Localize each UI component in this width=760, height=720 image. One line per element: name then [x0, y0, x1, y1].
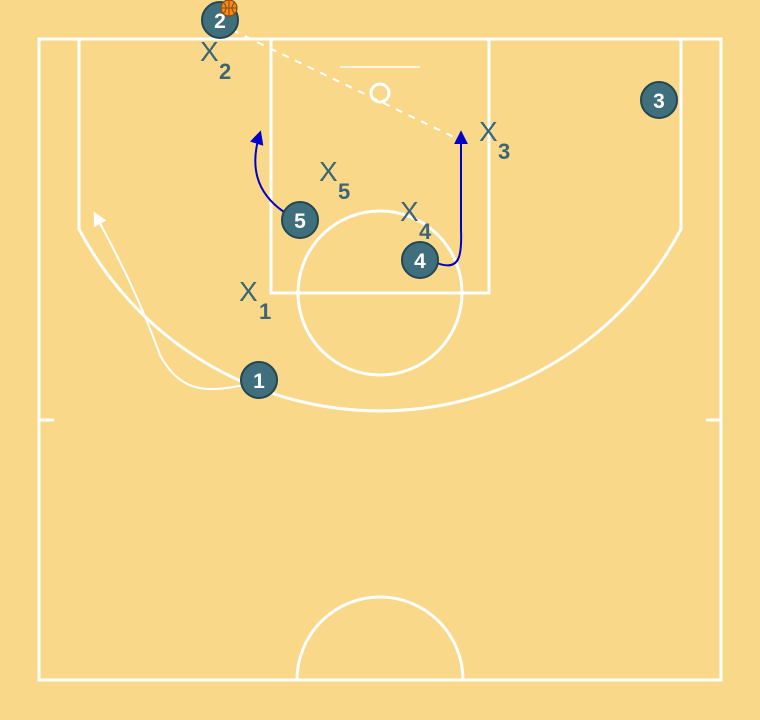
cut-arrow-player-1	[93, 211, 245, 390]
offense-player-1: 1	[240, 361, 278, 399]
defender-x2-letter: X	[200, 36, 219, 67]
offense-player-5: 5	[281, 201, 319, 239]
defender-x2: X 2	[200, 36, 231, 84]
basket-rim	[369, 82, 391, 104]
cut-arrow-player-4	[436, 130, 468, 267]
player-4-marker	[401, 241, 439, 279]
defender-x1-letter: X	[239, 276, 258, 307]
player-3-number: 3	[653, 90, 665, 113]
defender-x4-letter: X	[400, 196, 419, 227]
defender-x5-number: 5	[338, 179, 350, 204]
player-1-number: 1	[253, 370, 265, 393]
basketball-icon	[220, 0, 238, 17]
defender-x3-letter: X	[479, 116, 498, 147]
defender-x4: X 4	[400, 196, 432, 244]
free-throw-circle	[296, 209, 464, 377]
defender-x3: X 3	[479, 116, 510, 164]
player-5-marker	[281, 201, 319, 239]
defender-x5-letter: X	[319, 156, 338, 187]
defender-x1-number: 1	[259, 299, 271, 324]
offense-player-3: 3	[640, 81, 678, 119]
player-2-number: 2	[214, 10, 226, 33]
player-4-number: 4	[414, 250, 426, 273]
defender-x4-number: 4	[419, 219, 432, 244]
player-1-marker	[240, 361, 278, 399]
defender-x3-number: 3	[498, 139, 510, 164]
defender-x2-number: 2	[219, 59, 231, 84]
pass-line	[231, 29, 461, 141]
three-point-line	[77, 39, 683, 413]
defender-x1: X 1	[239, 276, 271, 324]
cut-arrow-player-5	[249, 130, 285, 213]
player-5-number: 5	[294, 210, 306, 233]
paint-lane	[269, 37, 491, 295]
center-circle	[295, 595, 465, 681]
defender-x5: X 5	[319, 156, 350, 204]
offense-player-4: 4	[401, 241, 439, 279]
court-lines	[37, 37, 723, 682]
player-3-marker	[640, 81, 678, 119]
